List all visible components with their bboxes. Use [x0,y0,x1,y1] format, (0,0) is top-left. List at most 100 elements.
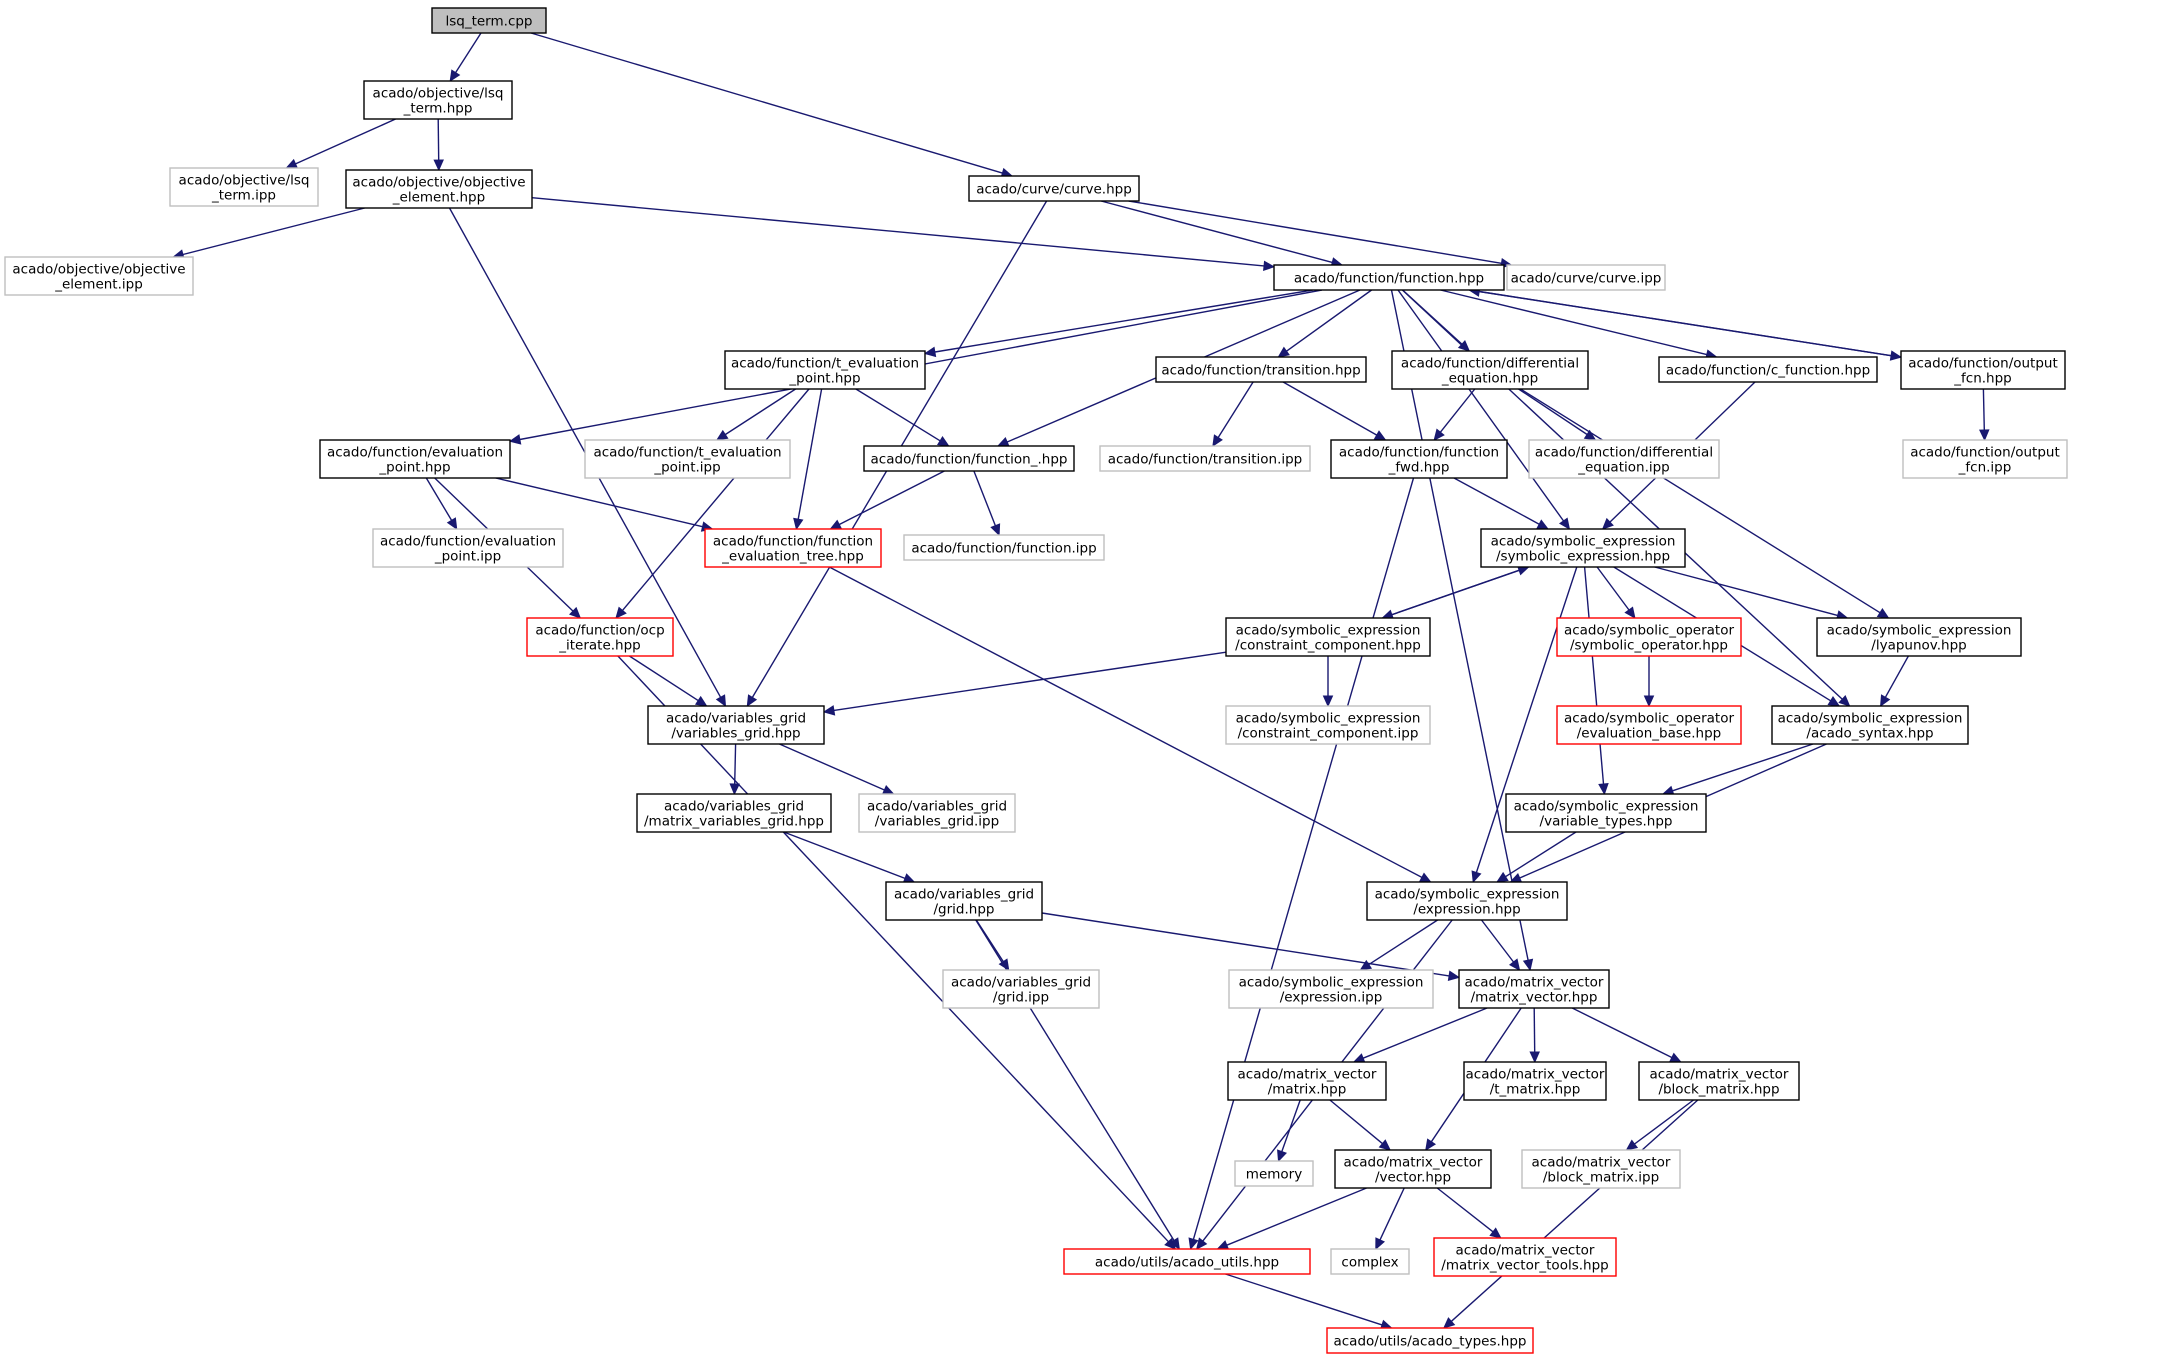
edge-eval_point_hpp-to-eval_point_ipp [425,477,458,531]
edge-ocp_iterate_hpp-to-acado_utils_hpp [617,655,1177,1250]
node-variable-types-hpp[interactable]: acado/symbolic_expression/variable_types… [1505,793,1707,833]
node-label-line: acado/objective/objective [352,175,525,191]
node-label-line: /variable_types.hpp [1540,814,1673,830]
node-expression-hpp[interactable]: acado/symbolic_expression/expression.hpp [1366,881,1568,921]
node-grid-hpp[interactable]: acado/variables_grid/grid.hpp [885,881,1043,921]
node-curve-hpp[interactable]: acado/curve/curve.hpp [968,175,1140,202]
node-t-eval-hpp[interactable]: acado/function/t_evaluation_point.hpp [724,350,926,390]
node-function-fwd-hpp[interactable]: acado/function/function_fwd.hpp [1330,439,1508,479]
edge-obj_lsq_hpp-to-obj_elem_hpp [433,118,444,172]
node-label-line: acado/symbolic_expression [1827,623,2012,639]
node-box [1902,439,2068,479]
node-matrix-vector-tools-hpp[interactable]: acado/matrix_vector/matrix_vector_tools.… [1433,1237,1617,1277]
node-box [363,80,513,120]
node-box [1480,528,1686,568]
edge-line [1453,477,1540,525]
node-box [1638,1061,1800,1101]
edge-line [1440,289,1707,356]
edge-lsq_term_cpp-to-curve_hpp [530,32,1014,179]
node-label-line: acado/function/output [1910,445,2060,461]
edge-line [1439,388,1476,433]
node-box [1556,705,1742,745]
node-t-eval-ipp: acado/function/t_evaluation_point.ipp [584,439,791,479]
node-sym-op-hpp[interactable]: acado/symbolic_operator/symbolic_operato… [1556,617,1742,657]
node-output-fcn-hpp[interactable]: acado/function/output_fcn.hpp [1900,350,2066,390]
node-label-line: acado/curve/curve.hpp [976,182,1132,198]
edge-arrowhead [715,694,727,708]
node-c-function-hpp[interactable]: acado/function/c_function.hpp [1658,356,1878,383]
node-box [1458,969,1610,1009]
edge-line [734,743,737,785]
node-label-line: acado/matrix_vector [1466,1067,1605,1083]
node-function--hpp[interactable]: acado/function/function_.hpp [863,445,1075,472]
node-label-line: acado/function/ocp [535,623,664,639]
node-ocp-iterate-hpp[interactable]: acado/function/ocp_iterate.hpp [526,617,674,657]
edge-vector_hpp-to-acado_utils_hpp [1216,1187,1367,1250]
edge-line [975,919,1175,1241]
edge-arrowhead [1471,870,1482,884]
edge-arrowhead [1277,346,1290,358]
node-label-line: acado/function/c_function.hpp [1666,363,1870,379]
node-matrix-var-grid-hpp[interactable]: acado/variables_grid/matrix_variables_gr… [636,793,832,833]
node-transition-hpp[interactable]: acado/function/transition.hpp [1155,356,1367,383]
node-lyapunov-hpp[interactable]: acado/symbolic_expression/lyapunov.hpp [1816,617,2022,657]
node-transition-ipp: acado/function/transition.ipp [1099,445,1311,472]
edge-arrowhead [1378,1139,1392,1151]
node-label-line: acado/function/function_.hpp [871,452,1068,468]
node-var-grid-ipp: acado/variables_grid/variables_grid.ipp [858,793,1016,833]
node-func-eval-tree-hpp[interactable]: acado/function/function_evaluation_tree.… [704,528,882,568]
node-obj-elem-hpp[interactable]: acado/objective/objective_element.hpp [345,169,533,209]
node-label-line: acado/curve/curve.ipp [1511,271,1662,287]
node-t-matrix-hpp[interactable]: acado/matrix_vector/t_matrix.hpp [1463,1061,1607,1101]
node-obj-lsq-hpp[interactable]: acado/objective/lsq_term.hpp [363,80,513,120]
node-vector-hpp[interactable]: acado/matrix_vector/vector.hpp [1334,1149,1492,1189]
node-label-line: acado/objective/lsq [373,86,504,102]
node-label-line: acado/variables_grid [894,887,1034,903]
edge-line [973,470,997,526]
node-eval-base-hpp[interactable]: acado/symbolic_operator/evaluation_base.… [1556,705,1742,745]
edge-block_matrix_hpp-to-acado_types_hpp [1442,1099,1699,1329]
node-label-line: _evaluation_tree.hpp [721,549,864,565]
node-box [1099,445,1311,472]
edge-arrowhead [1263,260,1276,272]
node-acado-types-hpp[interactable]: acado/utils/acado_types.hpp [1326,1327,1534,1354]
edge-block_matrix_hpp-to-block_matrix_ipp [1625,1099,1694,1151]
edge-expression_hpp-to-matrix_vector_hpp [1480,919,1521,971]
node-label-line: /matrix_vector_tools.hpp [1441,1258,1608,1274]
edge-arrowhead [822,705,836,716]
edge-line [1397,289,1565,522]
edge-line [531,197,1265,267]
node-label-line: _point.hpp [378,460,450,476]
node-box [903,534,1105,561]
node-function-hpp[interactable]: acado/function/function.hpp [1273,264,1505,291]
node-eval-point-hpp[interactable]: acado/function/evaluation_point.hpp [319,439,511,479]
node-lsq-term-cpp[interactable]: lsq_term.cpp [431,7,547,34]
node-label-line: _equation.hpp [1441,371,1538,387]
edge-arrowhead [990,523,1001,537]
node-acado-utils-hpp[interactable]: acado/utils/acado_utils.hpp [1063,1248,1311,1275]
edge-diff_eq_hpp-to-diff_eq_ipp [1518,388,1597,441]
node-label-line: acado/variables_grid [951,975,1091,991]
edge-arrowhead [1601,517,1614,530]
node-var-grid-hpp[interactable]: acado/variables_grid/variables_grid.hpp [647,705,825,745]
node-diff-eq-hpp[interactable]: acado/function/differential_equation.hpp [1391,350,1589,390]
edge-diff_eq_hpp-to-lyapunov_hpp [1520,388,1890,619]
node-box [1330,439,1508,479]
node-label-line: acado/matrix_vector [1238,1067,1377,1083]
node-constraint-comp-hpp[interactable]: acado/symbolic_expression/constraint_com… [1225,617,1431,657]
node-matrix-vector-hpp[interactable]: acado/matrix_vector/matrix_vector.hpp [1458,969,1610,1009]
node-sym-expr-hpp[interactable]: acado/symbolic_expression/symbolic_expre… [1480,528,1686,568]
node-label-line: _iterate.hpp [558,638,641,654]
node-block-matrix-hpp[interactable]: acado/matrix_vector/block_matrix.hpp [1638,1061,1800,1101]
node-acado-syntax-hpp[interactable]: acado/symbolic_expression/acado_syntax.h… [1771,705,1969,745]
edge-arrowhead [1442,1317,1456,1329]
node-label-line: acado/symbolic_expression [1778,711,1963,727]
node-matrix-hpp[interactable]: acado/matrix_vector/matrix.hpp [1227,1061,1387,1101]
edge-expression_hpp-to-expression_ipp [1359,919,1438,971]
node-box [1063,1248,1311,1275]
edge-function__hpp-to-func_eval_tree_hpp [829,470,945,530]
edge-matrix_vector_hpp-to-t_matrix_hpp [1529,1007,1540,1064]
edge-sym_expr_hpp-to-variable_types_hpp [1583,566,1609,796]
edge-constraint_comp_hpp-to-sym_expr_hpp [1382,565,1530,619]
node-label-line: /symbolic_expression.hpp [1496,549,1670,565]
